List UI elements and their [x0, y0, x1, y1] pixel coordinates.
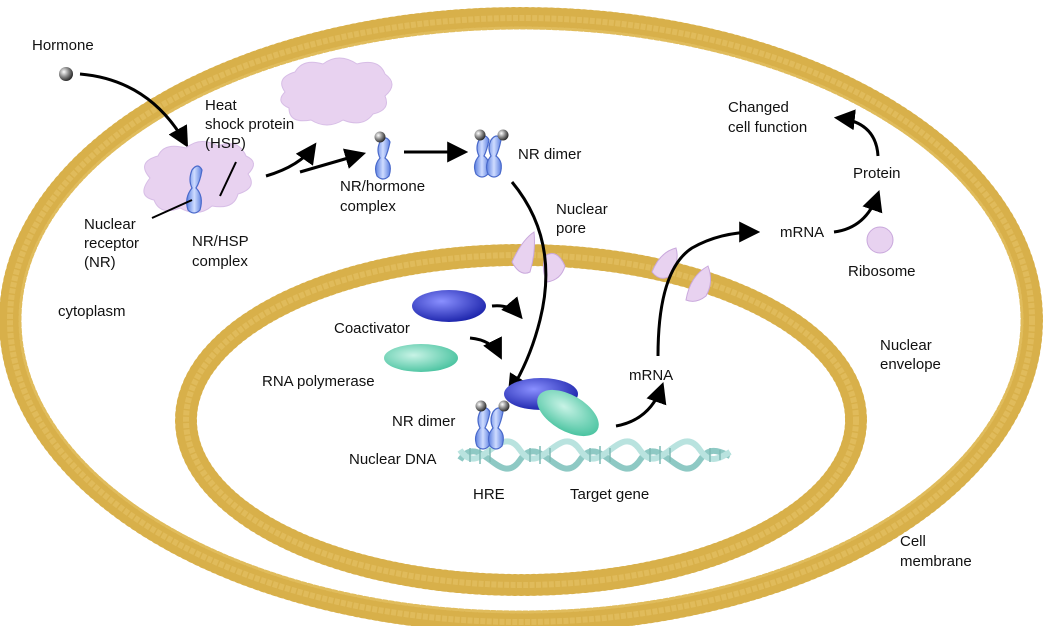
arrow-hsp-release [265, 142, 317, 178]
coactivator-shape [412, 290, 486, 322]
rna-polymerase-bound [537, 389, 599, 437]
label-nuclear-pore: Nuclear pore [556, 201, 612, 237]
arrow-coactivator [491, 296, 523, 320]
label-cell-membrane: Cell membrane [900, 533, 972, 570]
label-nr-dimer-top: NR dimer [518, 146, 581, 163]
nuclear-pore-left [511, 231, 566, 283]
label-mrna-outer: mRNA [780, 224, 824, 241]
label-ribosome: Ribosome [848, 263, 916, 280]
label-hre: HRE [473, 486, 505, 503]
label-nuclear-envelope: Nuclear envelope [880, 337, 941, 373]
arrow-to-function [833, 109, 880, 157]
label-nr-dimer-dna: NR dimer [392, 413, 455, 430]
label-protein: Protein [853, 165, 901, 182]
nr-pointer-line [151, 199, 193, 219]
label-rna-polymerase: RNA polymerase [262, 373, 375, 390]
label-mrna-inner: mRNA [629, 367, 673, 384]
arrow-mrna-inner [615, 382, 667, 428]
nr-dimer-dna-icon [474, 400, 510, 450]
arrow-to-nr-hormone [299, 148, 367, 174]
ribosome-shape [866, 226, 894, 254]
arrow-mrna-export [656, 221, 761, 357]
label-nr-hsp-complex: NR/HSP complex [192, 233, 253, 270]
label-hsp: Heat shock protein (HSP) [205, 97, 298, 152]
nuclear-dna-helix [457, 438, 732, 472]
arrow-rna-polymerase [469, 336, 502, 360]
label-nr-hormone-complex: NR/hormone complex [340, 178, 429, 215]
label-nuclear-receptor: Nuclear receptor (NR) [84, 216, 143, 271]
nuclear-pore-right [651, 247, 712, 302]
label-changed-cell-function: Changed cell function [728, 99, 807, 136]
nr-dimer-top-icon [473, 129, 509, 178]
nr-hormone-complex-icon [374, 131, 391, 180]
rna-polymerase-shape [384, 344, 458, 372]
hsp-pointer-line [219, 161, 237, 197]
label-coactivator: Coactivator [334, 320, 410, 337]
label-target-gene: Target gene [570, 486, 649, 503]
nuclear-envelope [175, 244, 867, 596]
label-hormone: Hormone [32, 37, 94, 54]
arrow-dimer-to-dna [507, 181, 548, 396]
label-nuclear-dna: Nuclear DNA [349, 451, 437, 468]
hormone-molecule [59, 67, 73, 81]
arrow-to-protein [833, 190, 883, 234]
hormone-arrow [79, 72, 189, 148]
label-cytoplasm: cytoplasm [58, 303, 126, 320]
cell-membrane [0, 7, 1043, 626]
hsp-cloud [280, 57, 393, 126]
